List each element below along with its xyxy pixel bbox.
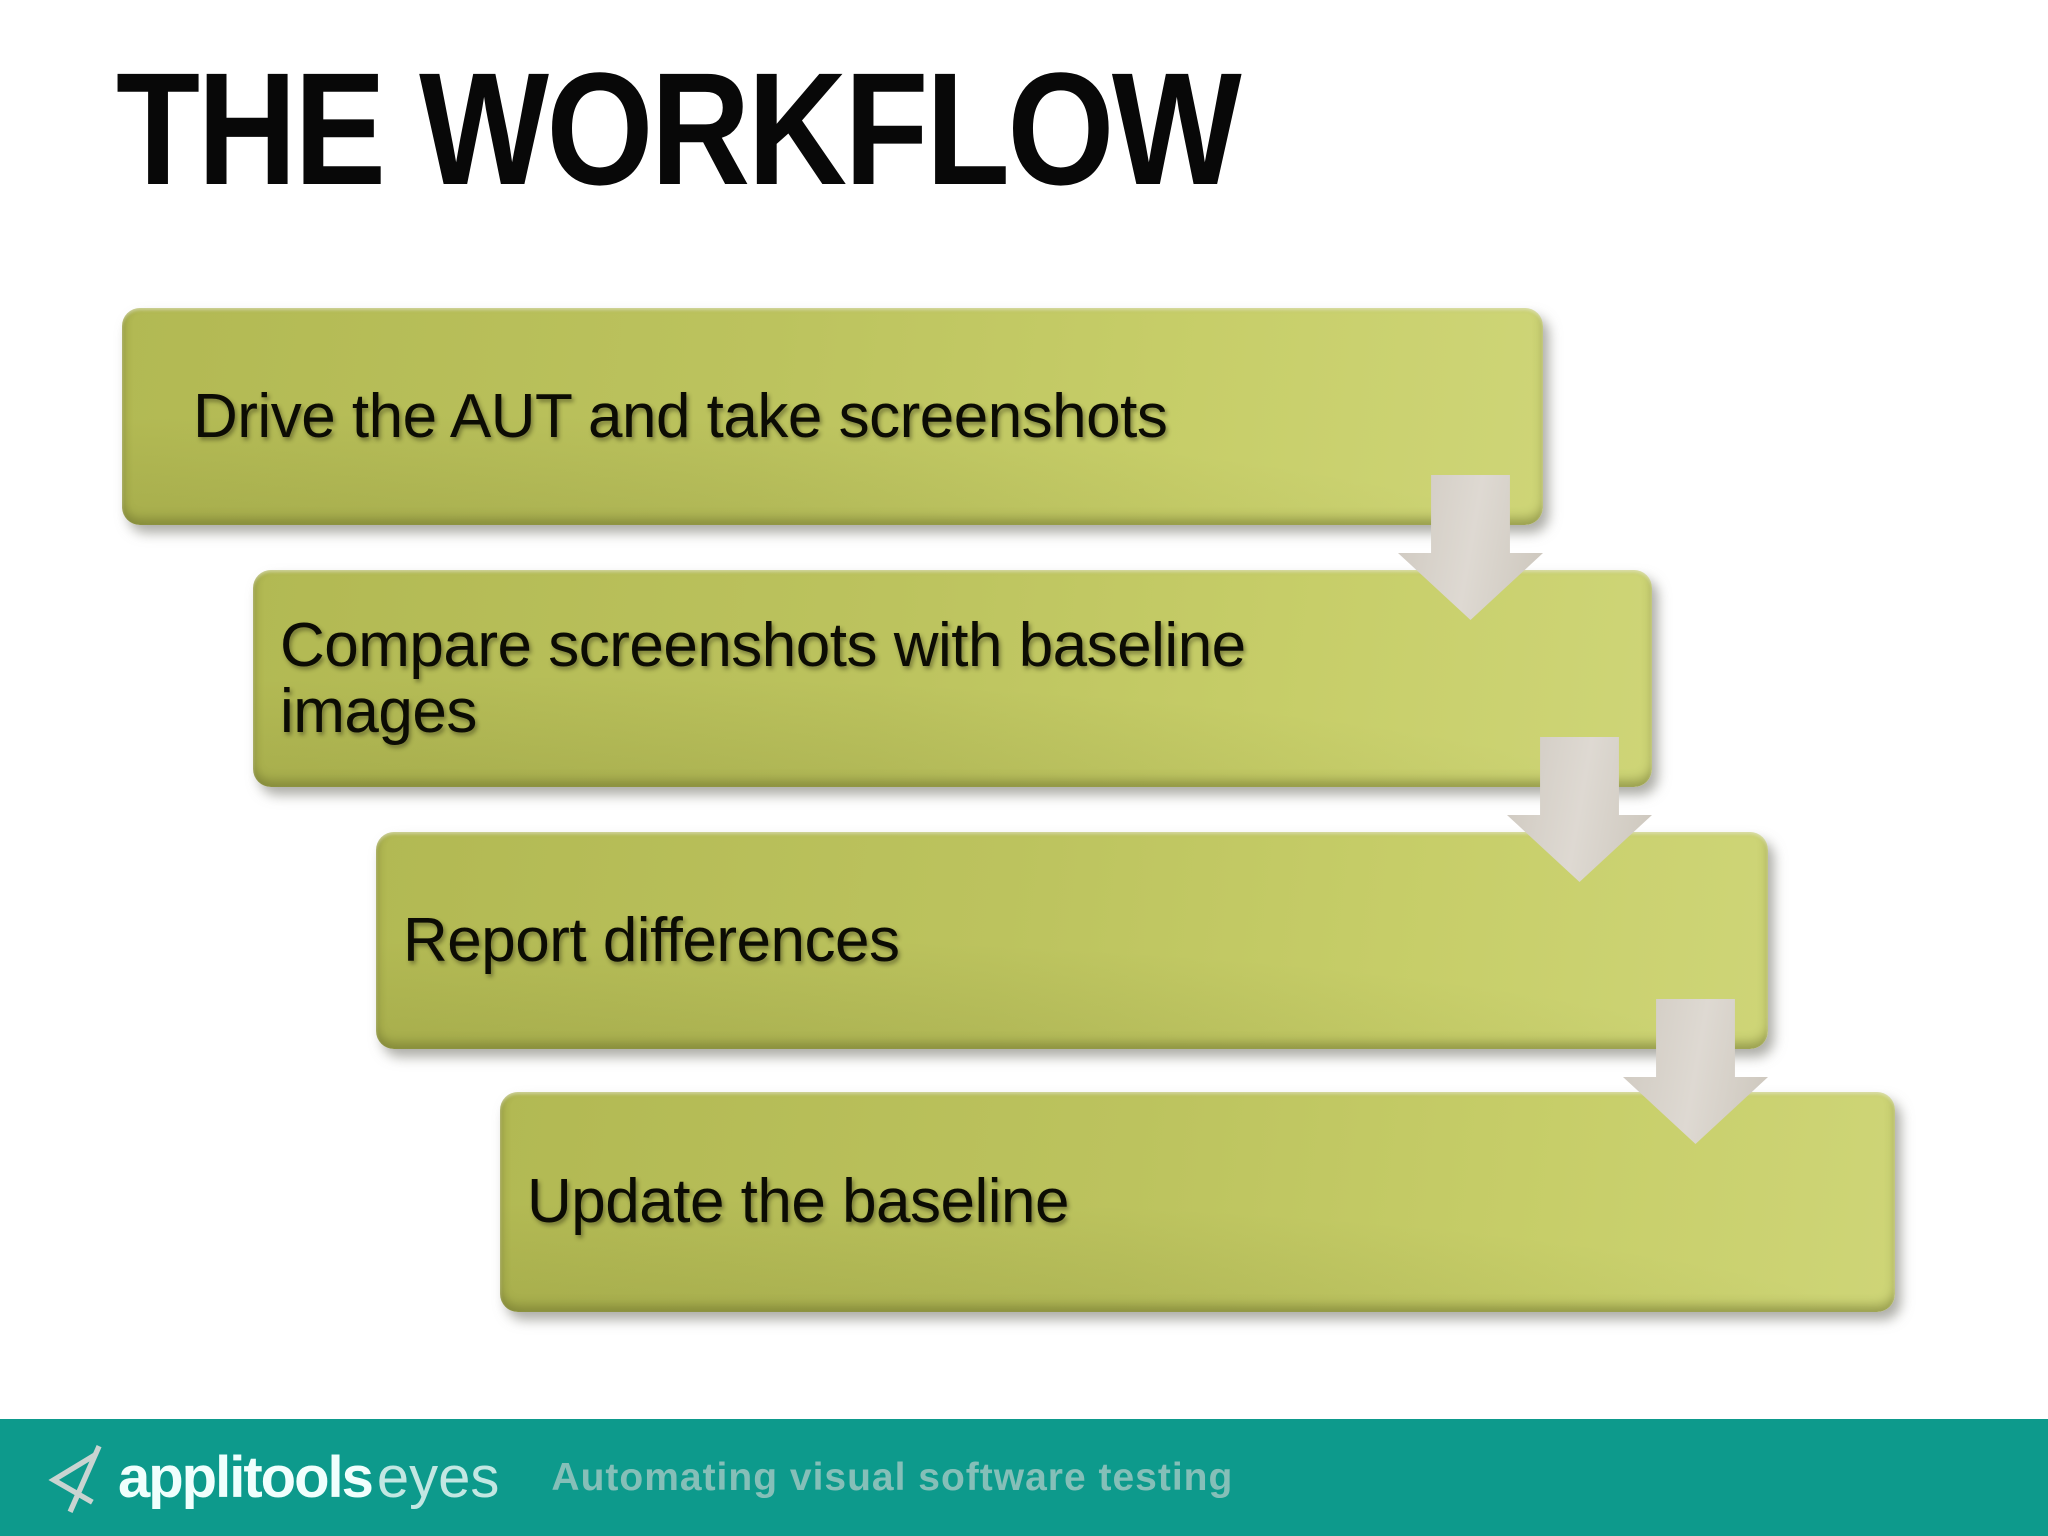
workflow-step-4: Update the baseline [500, 1092, 1895, 1312]
workflow-step-3: Report differences [376, 832, 1768, 1049]
step-3-label: Report differences [403, 905, 900, 975]
step-2-label: Compare screenshots with baseline [280, 610, 1246, 680]
workflow-step-1: Drive the AUT and take screenshots [122, 308, 1543, 525]
brand-product: eyes [376, 1445, 500, 1510]
step-1-label: Drive the AUT and take screenshots [193, 381, 1168, 451]
brand-tagline: Automating visual software testing [551, 1455, 1234, 1499]
step-4-label: Update the baseline [527, 1167, 1070, 1236]
step-2-label-line-2: images [280, 676, 477, 746]
page-title: THE WORKFLOW [116, 39, 1242, 218]
applitools-eye-icon [48, 1444, 102, 1513]
brand-name: applitools [118, 1445, 374, 1510]
workflow-step-2: Compare screenshots with baseline images [253, 570, 1652, 787]
footer-bar: applitools eyes Automating visual softwa… [0, 1419, 2048, 1536]
